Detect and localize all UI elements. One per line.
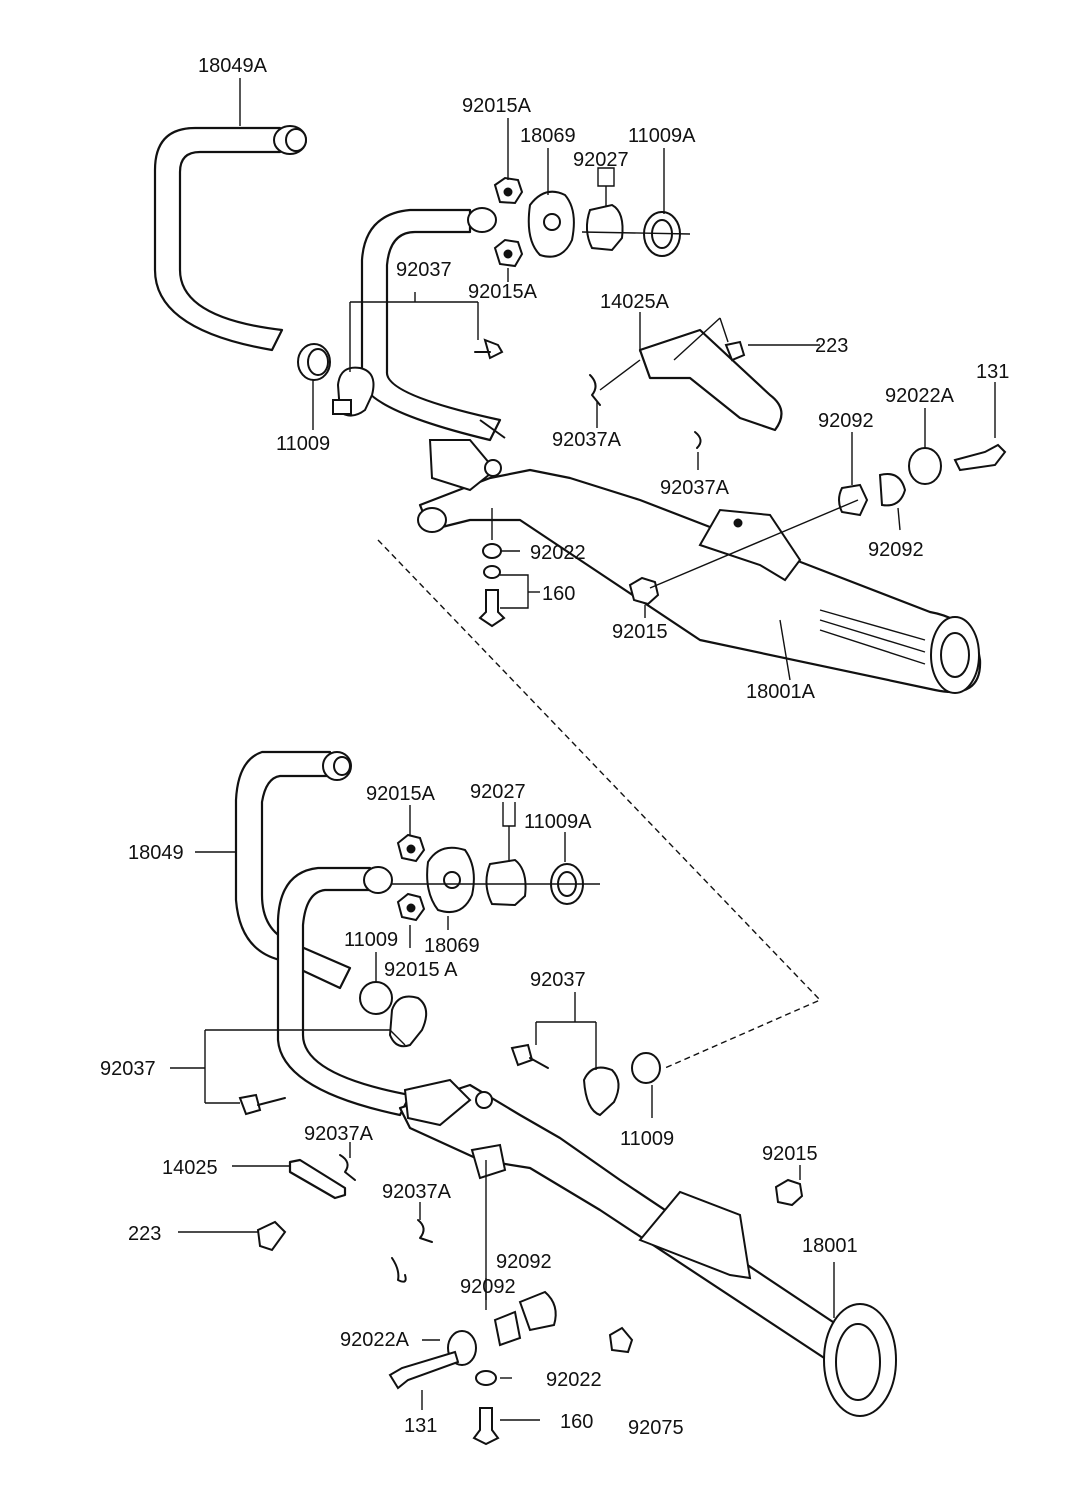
label-11009A-bottom: 11009A xyxy=(524,811,592,833)
clip-92037A-top-right xyxy=(694,431,702,449)
heat-shield-14025 xyxy=(288,1158,347,1200)
washer-92022A-top xyxy=(908,447,942,485)
label-223-bottom: 223 xyxy=(128,1223,161,1245)
bolt-131-top xyxy=(953,443,1007,472)
label-92092-bottom-upper: 92092 xyxy=(496,1251,552,1273)
clip-92037A-bottom-lower xyxy=(417,1219,433,1243)
label-18001: 18001 xyxy=(802,1235,858,1257)
label-92037A-bottom-lower: 92037A xyxy=(382,1181,452,1203)
label-92092-top-lower: 92092 xyxy=(868,539,924,561)
bolt-92037-bottom-left xyxy=(238,1093,262,1116)
label-92037-top: 92037 xyxy=(396,259,452,281)
rubber-92092-bottom-upper xyxy=(518,1290,557,1332)
bottom-exhaust-assembly xyxy=(234,750,897,1446)
label-92015A-bottom-upper: 92015A xyxy=(366,783,436,805)
label-92022A-top: 92022A xyxy=(885,385,955,407)
label-11009-bottom-left: 11009 xyxy=(344,929,398,951)
label-92037-bottom-left: 92037 xyxy=(100,1058,156,1080)
label-18001A: 18001A xyxy=(746,681,816,703)
collar-92027 xyxy=(586,203,624,252)
label-92092-top-upper: 92092 xyxy=(818,410,874,432)
label-131-top: 131 xyxy=(976,361,1009,383)
nut-92015-top xyxy=(628,576,660,606)
label-92027-bottom: 92027 xyxy=(470,781,526,803)
label-92022-top: 92022 xyxy=(530,542,586,564)
collar-92027-bottom xyxy=(485,858,527,907)
label-92022-bottom: 92022 xyxy=(546,1369,602,1391)
header-pipe-18049A xyxy=(153,126,284,352)
bolt-223-top xyxy=(724,340,746,362)
label-18049A: 18049A xyxy=(198,55,268,77)
gasket-11009-bottom-left xyxy=(359,981,393,1015)
label-92015A-top-upper: 92015A xyxy=(462,95,532,117)
label-92037A-top-left: 92037A xyxy=(552,429,622,451)
washer-92022-bottom xyxy=(475,1370,497,1386)
label-92015-top: 92015 xyxy=(612,621,668,643)
clip-92037A-top-left xyxy=(589,374,601,406)
washer-92022-top xyxy=(482,543,502,559)
label-92015A-top-lower: 92015A xyxy=(468,281,538,303)
header-pipe-inner xyxy=(360,208,502,442)
label-92027-top: 92027 xyxy=(573,149,629,171)
label-92015-bottom: 92015 xyxy=(762,1143,818,1165)
label-160-bottom: 160 xyxy=(560,1411,593,1433)
label-160-top: 160 xyxy=(542,583,575,605)
top-exhaust-assembly xyxy=(153,125,1007,694)
clamp-bottom-right xyxy=(582,1066,620,1117)
label-92037A-bottom-upper: 92037A xyxy=(304,1123,374,1145)
bolt-92037-bottom-right xyxy=(510,1043,534,1067)
label-92037-bottom-right: 92037 xyxy=(530,969,586,991)
label-131-bottom: 131 xyxy=(404,1415,437,1437)
label-14025A: 14025A xyxy=(600,291,670,313)
bolt-160-top xyxy=(478,589,506,628)
clamp-bottom xyxy=(388,995,428,1048)
header-pipe-inner-bottom xyxy=(276,866,412,1117)
part-labels: 18049A 92015A 18069 11009A 92027 92037 9… xyxy=(100,55,1009,1439)
nut-92075 xyxy=(608,1326,634,1354)
bolt-160-bottom xyxy=(472,1407,500,1446)
leader-lines xyxy=(170,78,996,1421)
label-223-top: 223 xyxy=(815,335,848,357)
label-18069-bottom: 18069 xyxy=(424,935,480,957)
gasket-11009-bottom-right xyxy=(631,1052,661,1084)
label-11009-bottom-right: 11009 xyxy=(620,1128,674,1150)
label-11009A-top: 11009A xyxy=(628,125,696,147)
rubber-92092-lower xyxy=(878,473,907,507)
header-pipe-18049 xyxy=(234,750,352,990)
label-92022A-bottom: 92022A xyxy=(340,1329,410,1351)
label-18049: 18049 xyxy=(128,842,184,864)
label-11009-top: 11009 xyxy=(276,433,330,455)
label-14025: 14025 xyxy=(162,1157,218,1179)
rubber-92092-upper xyxy=(838,483,869,517)
heat-shield-14025A xyxy=(638,328,783,432)
label-92015A-bottom-lower: 92015 A xyxy=(384,959,458,981)
label-18069-top: 18069 xyxy=(520,125,576,147)
nut-92015-bottom xyxy=(774,1178,804,1207)
label-92092-bottom-lower: 92092 xyxy=(460,1276,516,1298)
bolt-223-bottom xyxy=(256,1220,287,1252)
bolt-131-bottom xyxy=(388,1350,460,1390)
label-92075: 92075 xyxy=(628,1417,684,1439)
label-92037A-top-right: 92037A xyxy=(660,477,730,499)
muffler-bracket-bottom xyxy=(638,1190,752,1280)
clip-92037A-bottom-upper xyxy=(339,1154,356,1181)
rubber-92092-bottom-lower xyxy=(493,1310,522,1347)
bolt-92037-top xyxy=(483,338,504,360)
